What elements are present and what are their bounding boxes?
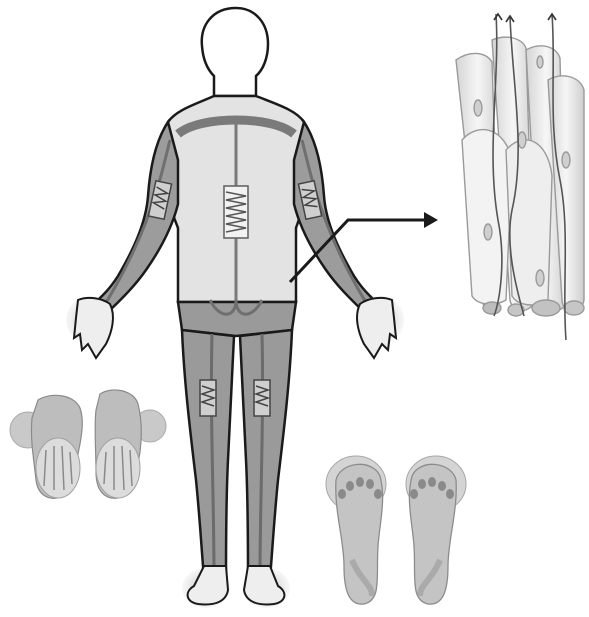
torso-electrode-coil — [224, 186, 248, 238]
left-leg-electrode — [200, 380, 216, 416]
right-leg-electrode — [254, 380, 270, 416]
